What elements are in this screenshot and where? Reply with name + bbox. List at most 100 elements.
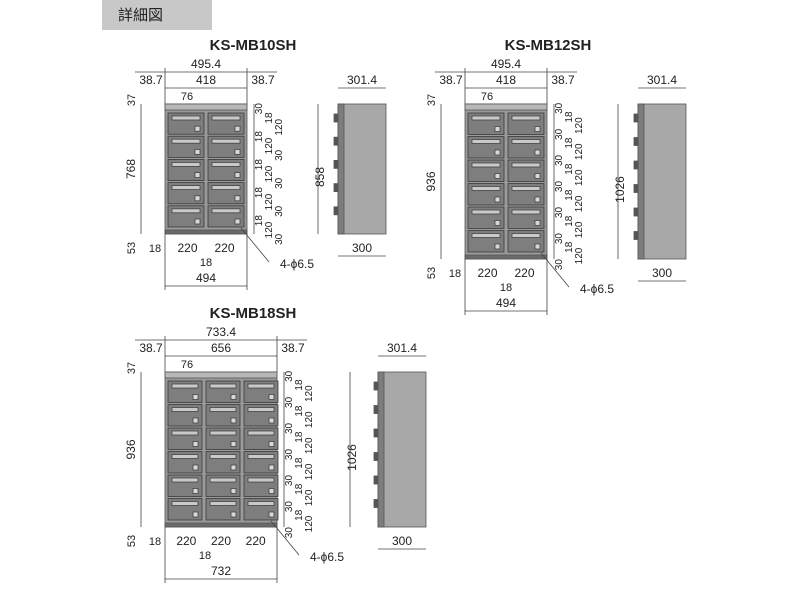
dim-depth: 300 — [652, 266, 672, 280]
dim-stack-10: 18 — [564, 189, 575, 201]
dim-side-left: 38.7 — [439, 73, 463, 87]
mail-slot — [171, 430, 199, 436]
dim-col-gap: 18 — [500, 282, 512, 294]
door-lock — [494, 126, 501, 132]
dim-stack-7: 18 — [294, 431, 305, 443]
door-lock — [534, 149, 541, 156]
side-view-handle — [633, 137, 639, 146]
mail-slot — [209, 477, 237, 483]
dim-stack-10: 18 — [294, 457, 305, 469]
dim-top-margin: 37 — [126, 362, 138, 374]
dim-stack-4: 18 — [564, 137, 575, 149]
detail-tab-label: 詳細図 — [118, 7, 164, 24]
side-view-handle — [373, 452, 379, 461]
dim-stack-4: 18 — [294, 405, 305, 417]
dim-stack-0: 30 — [254, 103, 265, 115]
dim-overall-height: 1026 — [613, 176, 627, 203]
dim-bottom-margin: 53 — [126, 242, 138, 254]
side-view-handle — [333, 113, 339, 123]
dim-stack-2: 120 — [574, 117, 585, 134]
mail-slot — [471, 139, 501, 144]
dim-overall-width: 495.4 — [491, 57, 521, 71]
side-view-handle — [633, 160, 639, 170]
side-view-handle — [633, 231, 639, 240]
model-title: KS-MB10SH — [210, 37, 297, 54]
side-view-handle — [373, 499, 379, 508]
side-view-handle — [333, 136, 339, 146]
dim-stack-12: 30 — [554, 207, 565, 219]
dim-side-right: 38.7 — [551, 73, 575, 87]
dim-stack-3: 30 — [554, 128, 565, 140]
dim-stack-1: 18 — [564, 111, 575, 123]
door-lock — [534, 243, 541, 250]
dim-col-width: 220 — [177, 241, 197, 255]
door-lock — [230, 464, 237, 471]
door-lock — [494, 149, 501, 156]
mail-slot — [209, 430, 237, 436]
door-lock — [494, 220, 501, 226]
hole-leader-line — [240, 227, 270, 263]
door-lock — [234, 172, 241, 179]
door-lock — [234, 218, 241, 225]
dim-inner-height: 768 — [124, 159, 138, 179]
dim-stack-3: 18 — [254, 131, 265, 143]
mail-slot — [171, 161, 201, 167]
dim-stack-9: 18 — [254, 187, 265, 199]
dim-stack-2: 120 — [274, 119, 285, 136]
mail-slot — [511, 162, 541, 168]
door-lock — [192, 464, 199, 471]
dim-stack-5: 30 — [274, 149, 285, 161]
mail-slot — [211, 185, 241, 191]
dim-stack-18: 30 — [284, 527, 295, 539]
mail-slot — [511, 209, 541, 215]
dim-stack-5: 120 — [574, 143, 585, 160]
dim-stack-8: 30 — [274, 177, 285, 189]
detail-tab[interactable]: 詳細図 — [102, 0, 212, 30]
dim-col-gap: 18 — [199, 550, 211, 562]
mail-slot — [171, 407, 199, 412]
mail-slot — [171, 383, 199, 389]
mail-slot — [247, 430, 275, 436]
base-plinth — [164, 229, 248, 235]
dim-base-side: 18 — [149, 536, 161, 548]
side-view-panel — [637, 103, 687, 260]
door-lock — [234, 148, 241, 155]
dim-depth: 300 — [392, 534, 412, 548]
mail-slot — [209, 407, 237, 412]
dim-stack-1: 18 — [294, 379, 305, 391]
base-plinth — [164, 522, 278, 528]
dim-stack-16: 18 — [294, 509, 305, 521]
mail-slot — [471, 186, 501, 191]
dim-overall-width: 733.4 — [206, 325, 236, 339]
door-lock — [192, 441, 199, 447]
dim-inner-height: 936 — [124, 439, 138, 459]
dim-base-width: 732 — [211, 564, 231, 578]
door-lock — [268, 464, 275, 471]
dim-stack-13: 18 — [564, 215, 575, 227]
dim-stack-4: 120 — [264, 137, 275, 154]
side-view-front-edge — [637, 103, 645, 260]
dim-stack-14: 120 — [574, 221, 585, 238]
dim-stack-16: 18 — [564, 241, 575, 253]
dim-stack-2: 120 — [304, 385, 315, 402]
door-lock — [534, 220, 541, 226]
mail-slot — [511, 186, 541, 191]
side-view-front-edge — [337, 103, 345, 235]
mail-slot — [171, 454, 199, 459]
dim-col-width: 220 — [214, 241, 234, 255]
mail-slot — [247, 383, 275, 389]
door-lock — [494, 243, 501, 250]
mail-slot — [211, 161, 241, 167]
side-view-handle — [373, 428, 379, 438]
dim-stack-3: 30 — [284, 396, 295, 408]
dim-stack-13: 120 — [264, 221, 275, 238]
dim-stack-18: 30 — [554, 259, 565, 271]
mail-slot — [211, 138, 241, 144]
door-lock — [230, 394, 237, 400]
mail-slot — [511, 233, 541, 238]
mail-slot — [471, 115, 501, 121]
dim-slot-width: 76 — [181, 359, 193, 371]
